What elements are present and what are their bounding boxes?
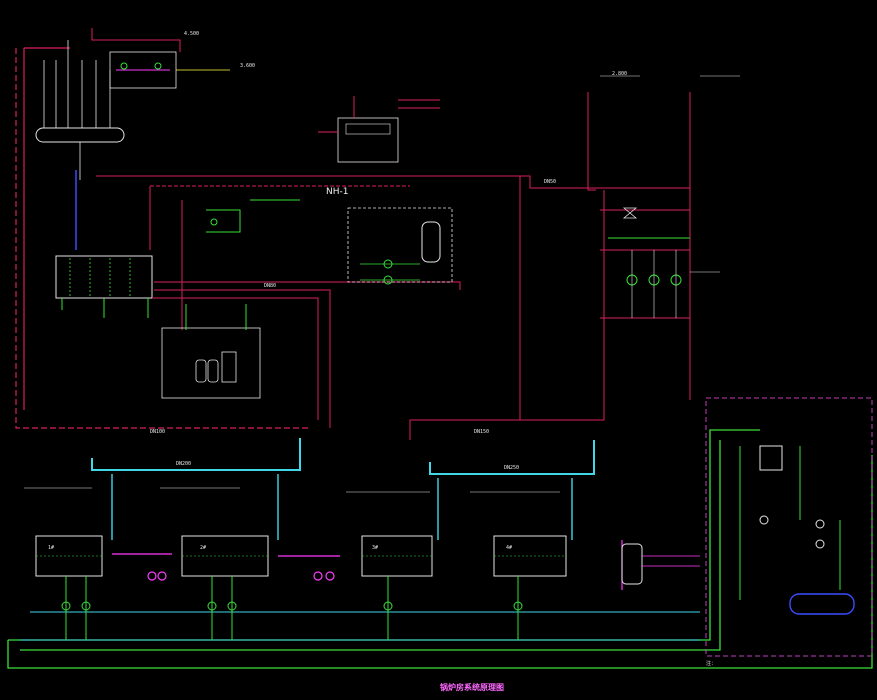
nh1-label: NH-1: [326, 187, 349, 197]
boiler-3: [361, 535, 433, 577]
boiler-2-tag: 2#: [200, 545, 207, 551]
boiler-1: [35, 535, 103, 577]
pipe-label-dn250: DN250: [504, 465, 520, 471]
pipe-label-dn200: DN200: [176, 461, 192, 467]
blowdown-tank: [621, 543, 700, 585]
instrument-lines: [24, 75, 740, 493]
water-treatment-unit: [91, 28, 230, 89]
boiler-4: [493, 535, 567, 577]
boiler-1-tag: 1#: [48, 545, 55, 551]
plate-heat-exchanger: [55, 255, 153, 318]
green-bottom-loop: [7, 429, 873, 669]
red-supply-manifold: [96, 92, 691, 440]
circulation-pump-group: [608, 207, 690, 318]
outdoor-equipment: [739, 445, 855, 615]
pipe-label-dn80: DN80: [264, 283, 277, 289]
steam-tank-nh1: [318, 96, 440, 163]
pipe-label-dn150: DN150: [474, 429, 490, 435]
elevation-label-1: 4.500: [184, 31, 200, 37]
softener-pump-set: [347, 207, 453, 285]
elevation-label-2: 3.600: [240, 63, 256, 69]
note-label: 注：: [706, 661, 717, 667]
magenta-fittings: [112, 540, 623, 590]
boiler-risers: [111, 474, 573, 540]
cyan-bottom-lines: [20, 611, 700, 641]
boiler-4-tag: 4#: [506, 545, 513, 551]
outer-return-loop: [15, 47, 310, 429]
boiler-2: [181, 535, 269, 577]
boiler-3-tag: 3#: [372, 545, 379, 551]
elevation-label-3: 2.800: [612, 71, 628, 77]
pipe-label-dn100: DN100: [150, 429, 166, 435]
dosing-cabinet: [161, 304, 261, 399]
drawing-title: 锅炉房系统原理图: [440, 683, 504, 692]
pipe-label-dn50: DN50: [544, 179, 557, 185]
feed-pumps: [61, 576, 523, 640]
boiler-headers: [91, 438, 595, 475]
distribution-header: [35, 40, 125, 180]
exterior-equipment-boundary: [705, 397, 873, 657]
green-valve-cluster: [206, 199, 300, 233]
